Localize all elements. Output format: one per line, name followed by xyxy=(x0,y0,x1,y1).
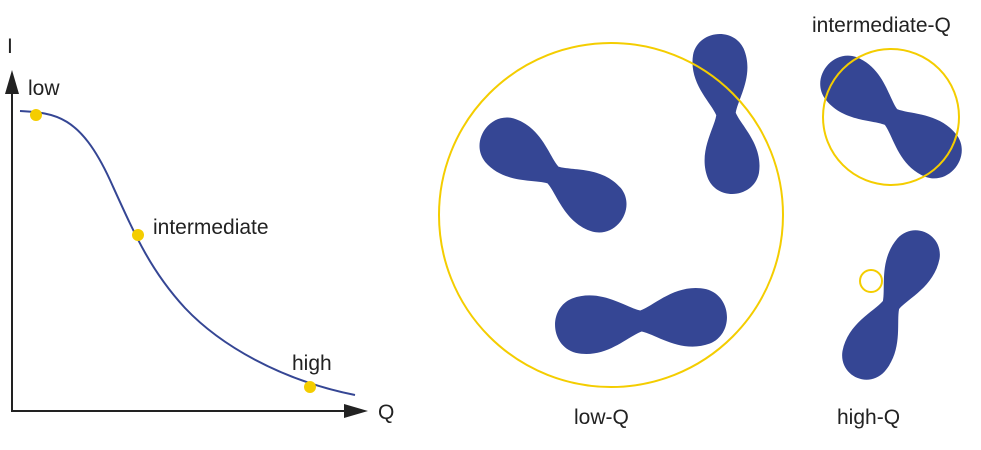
particle-1 xyxy=(469,106,637,244)
particle-3 xyxy=(553,285,729,357)
intensity-plot: I Q low intermediate high xyxy=(5,35,394,424)
particle-2 xyxy=(689,30,763,198)
intensity-curve xyxy=(19,110,356,396)
low-q-panel: low-Q xyxy=(438,30,784,429)
point-intermediate-marker xyxy=(132,229,144,241)
x-axis-arrowhead xyxy=(344,404,368,418)
x-axis xyxy=(11,404,368,418)
y-axis-label: I xyxy=(7,35,13,58)
point-high-marker xyxy=(304,381,316,393)
low-q-label: low-Q xyxy=(574,406,629,429)
point-low-marker xyxy=(30,109,42,121)
low-q-probe-circle xyxy=(438,42,784,388)
high-q-label: high-Q xyxy=(837,406,900,429)
point-low-label: low xyxy=(28,77,60,100)
x-axis-label: Q xyxy=(378,401,394,424)
intermediate-q-label: intermediate-Q xyxy=(812,14,951,37)
y-axis xyxy=(5,70,19,411)
y-axis-arrowhead xyxy=(5,70,19,94)
intermediate-q-probe-circle xyxy=(822,48,960,186)
high-q-probe-circle xyxy=(859,269,883,293)
high-q-panel: high-Q xyxy=(833,221,949,429)
point-intermediate-label: intermediate xyxy=(153,216,269,239)
point-high-label: high xyxy=(292,352,332,375)
particle-5 xyxy=(833,221,949,389)
intermediate-q-panel: intermediate-Q xyxy=(809,14,973,190)
particle-4 xyxy=(809,44,973,190)
